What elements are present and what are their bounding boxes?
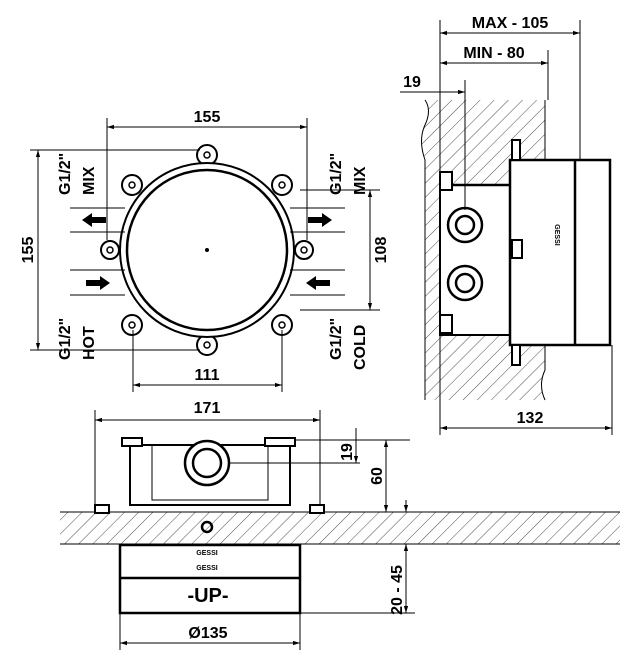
label-mix-left: MIX: [81, 166, 98, 195]
dim-max-depth: MAX - 105: [472, 15, 549, 32]
bottom-view: GESSI GESSI -UP- 171 19 60 20 - 45 Ø135: [60, 400, 620, 650]
label-hot: HOT: [81, 326, 98, 360]
mix-out-left-arrow-icon: [82, 213, 106, 227]
dim-bottom-offset: 19: [339, 443, 356, 461]
dim-front-bottom: 111: [195, 367, 220, 384]
label-cold-size: G1/2": [328, 318, 345, 360]
dim-bottom-width: 171: [194, 400, 221, 417]
wall-section: [60, 512, 620, 544]
front-view: 155 155 111 108 G1/2" MIX: [20, 109, 390, 392]
side-view: GESSI MAX - 105 MIN - 80 19 132: [400, 15, 613, 435]
flow-arrows: [82, 213, 332, 290]
brand-mark-top: GESSI: [196, 550, 217, 557]
dim-total-depth: 132: [517, 410, 544, 427]
dim-min-depth: MIN - 80: [463, 45, 524, 62]
dim-front-width: 155: [194, 109, 221, 126]
dim-wall-range: 20 - 45: [389, 565, 406, 615]
label-mix-left-size: G1/2": [57, 153, 74, 195]
label-hot-size: G1/2": [57, 318, 74, 360]
label-mix-right: MIX: [352, 166, 369, 195]
mix-out-right-arrow-icon: [308, 213, 332, 227]
label-cold: COLD: [352, 325, 369, 370]
cold-in-arrow-icon: [306, 276, 330, 290]
dim-front-height: 155: [20, 237, 37, 264]
hot-in-arrow-icon: [86, 276, 110, 290]
dim-port-offset: 19: [403, 74, 421, 91]
up-label: -UP-: [187, 585, 228, 607]
dim-bottom-height: 60: [369, 467, 386, 485]
dim-diameter: Ø135: [188, 625, 227, 642]
brand-mark-side: GESSI: [553, 224, 560, 245]
dim-ports: 108: [373, 237, 390, 264]
brand-mark-bottom: GESSI: [196, 565, 217, 572]
label-mix-right-size: G1/2": [328, 153, 345, 195]
